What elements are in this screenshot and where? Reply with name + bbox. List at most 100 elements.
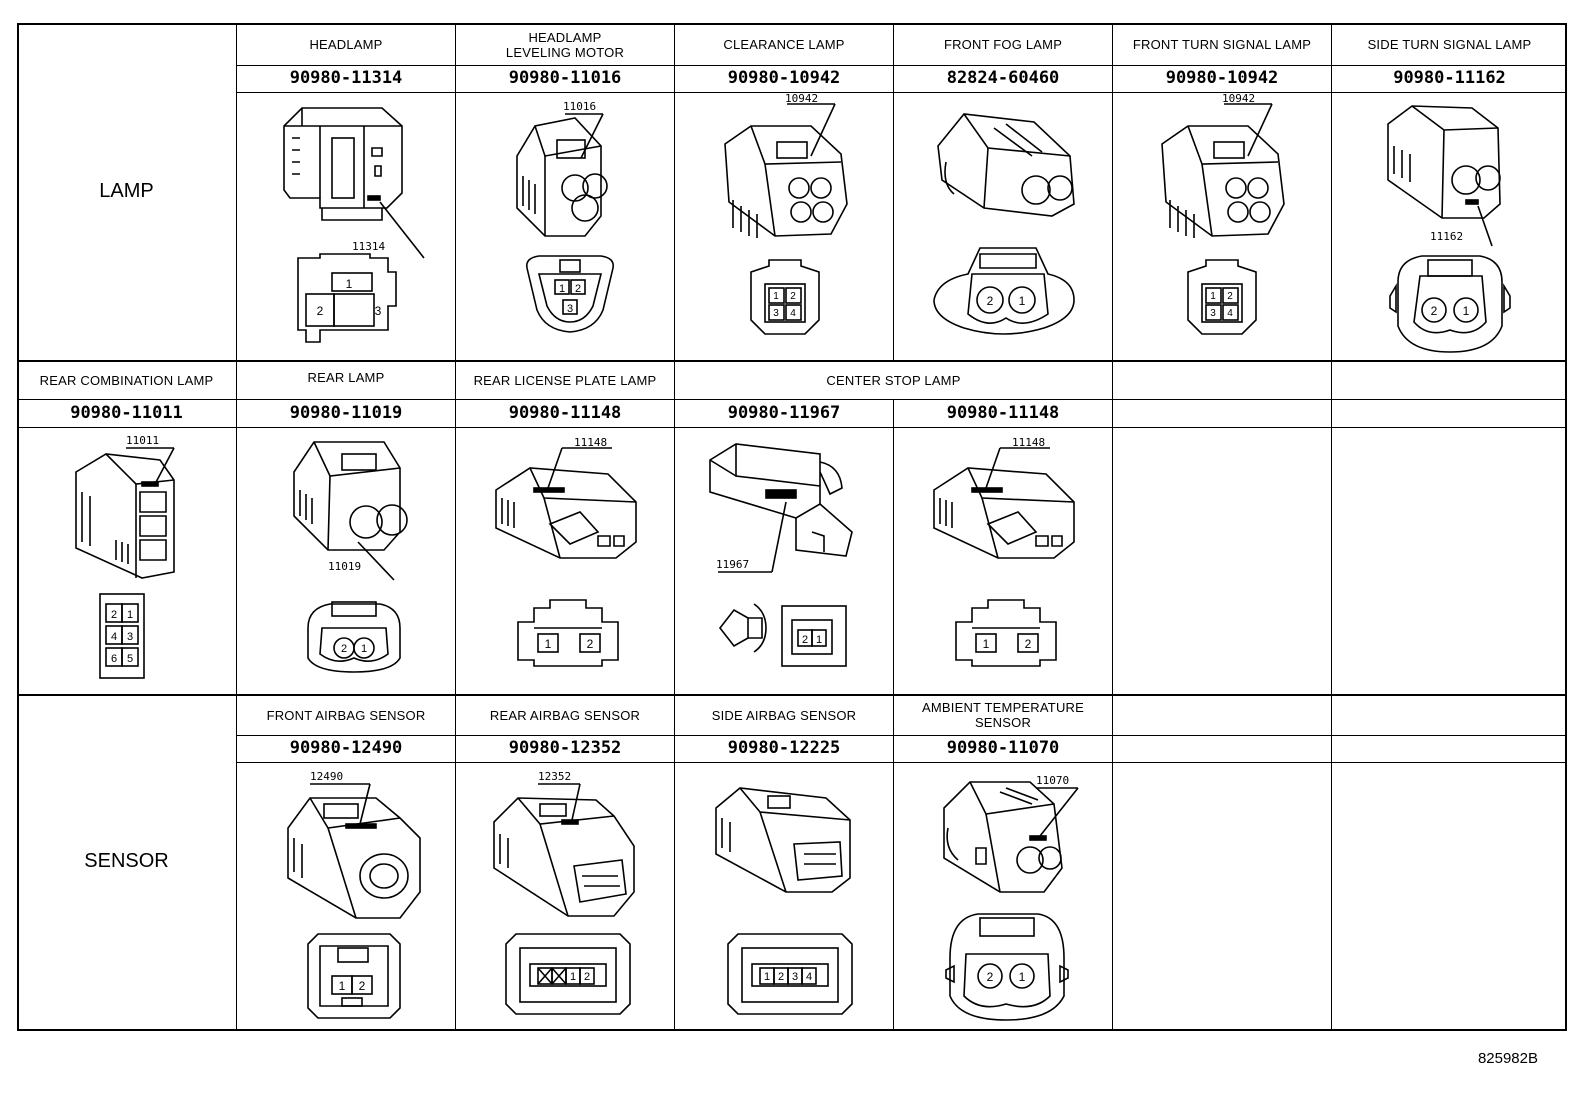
pin-1: 1 bbox=[346, 277, 353, 291]
cell-title: REAR LAMP bbox=[307, 370, 385, 385]
part-code: 11019 bbox=[328, 560, 361, 573]
rear-combination-connector-drawing: 11011 2 1 4 3 6 5 bbox=[70, 432, 190, 688]
pin-5: 5 bbox=[127, 653, 133, 665]
pin-2: 2 bbox=[341, 643, 347, 655]
pin-4: 4 bbox=[111, 631, 117, 643]
part-code: 11162 bbox=[1430, 230, 1463, 243]
part-number: 90980-11148 bbox=[508, 403, 622, 423]
cell-title: CLEARANCE LAMP bbox=[723, 37, 845, 52]
pin-2: 2 bbox=[987, 294, 994, 308]
part-band-top bbox=[237, 735, 1567, 736]
cell-title: REAR COMBINATION LAMP bbox=[39, 373, 214, 388]
pin-1: 1 bbox=[816, 634, 822, 646]
part-number: 90980-11019 bbox=[289, 403, 403, 423]
pin-1: 1 bbox=[570, 971, 576, 983]
pin-2: 2 bbox=[778, 971, 784, 983]
center-stop-lamp-a-connector-drawing: 11967 2 1 bbox=[700, 432, 870, 688]
pin-4: 4 bbox=[1227, 308, 1233, 319]
pin-1: 1 bbox=[1210, 291, 1216, 302]
pin-2: 2 bbox=[802, 634, 808, 646]
pin-1: 1 bbox=[1463, 304, 1470, 318]
pin-1: 1 bbox=[773, 291, 779, 302]
col-divider bbox=[1331, 23, 1332, 1031]
part-code: 11967 bbox=[716, 558, 749, 571]
pin-1: 1 bbox=[1019, 294, 1026, 308]
pin-3: 3 bbox=[773, 308, 779, 319]
leveling-motor-connector-drawing: 11016 1 2 3 bbox=[505, 96, 635, 356]
part-band-bottom bbox=[237, 762, 1567, 763]
row-divider bbox=[17, 360, 1567, 362]
pin-2: 2 bbox=[1025, 637, 1032, 651]
part-code: 11070 bbox=[1036, 774, 1069, 787]
cell-title: CENTER STOP LAMP bbox=[826, 373, 961, 388]
part-code: 11016 bbox=[563, 100, 596, 113]
cell-title: SIDE AIRBAG SENSOR bbox=[711, 708, 857, 723]
chart-frame bbox=[17, 23, 1567, 1031]
part-band-bottom bbox=[17, 427, 1567, 428]
clearance-lamp-connector-drawing: 10942 1 2 3 4 bbox=[715, 94, 855, 356]
headlamp-connector-drawing: 11314 1 2 3 bbox=[262, 98, 442, 356]
col-divider bbox=[236, 23, 237, 360]
rear-license-plate-connector-drawing: 11148 1 2 bbox=[490, 432, 650, 688]
part-number: 90980-11162 bbox=[1393, 68, 1506, 88]
pin-3: 3 bbox=[567, 303, 573, 315]
pin-2: 2 bbox=[317, 304, 324, 318]
part-code: 10942 bbox=[1222, 94, 1255, 105]
side-turn-signal-connector-drawing: 11162 2 1 bbox=[1372, 100, 1532, 356]
pin-2: 2 bbox=[587, 637, 594, 651]
part-number: 90980-12352 bbox=[508, 738, 622, 758]
rear-lamp-connector-drawing: 11019 2 1 bbox=[288, 432, 418, 688]
pin-1: 1 bbox=[339, 979, 346, 993]
group-label-lamp: LAMP bbox=[99, 180, 154, 202]
part-number: 90980-11967 bbox=[727, 403, 841, 423]
part-number: 90980-11016 bbox=[508, 68, 622, 88]
row-divider bbox=[17, 694, 1567, 696]
part-number: 90980-11148 bbox=[946, 403, 1060, 423]
pin-1: 1 bbox=[545, 637, 552, 651]
part-code: 12352 bbox=[538, 770, 571, 783]
col-divider bbox=[893, 399, 894, 1031]
pin-3: 3 bbox=[792, 971, 798, 983]
cell-title: HEADLAMP LEVELING MOTOR bbox=[505, 30, 625, 60]
pin-2: 2 bbox=[1227, 291, 1233, 302]
part-code: 11314 bbox=[352, 240, 385, 253]
pin-6: 6 bbox=[111, 653, 117, 665]
pin-3: 3 bbox=[127, 631, 133, 643]
part-number: 82824-60460 bbox=[946, 68, 1060, 88]
center-stop-lamp-b-connector-drawing: 11148 1 2 bbox=[928, 432, 1088, 688]
rear-airbag-sensor-connector-drawing: 12352 1 2 bbox=[488, 768, 648, 1026]
part-number: 90980-11070 bbox=[946, 738, 1060, 758]
pin-4: 4 bbox=[790, 308, 796, 319]
col-divider bbox=[893, 23, 894, 360]
col-divider bbox=[236, 696, 237, 1031]
part-band-bottom bbox=[237, 92, 1567, 93]
figure-reference: 825982B bbox=[1477, 1050, 1538, 1067]
part-number: 90980-10942 bbox=[1165, 68, 1279, 88]
cell-title: FRONT AIRBAG SENSOR bbox=[266, 708, 426, 723]
pin-1: 1 bbox=[559, 283, 565, 295]
col-divider bbox=[455, 23, 456, 1031]
part-band-top bbox=[17, 399, 1567, 400]
cell-title: REAR LICENSE PLATE LAMP bbox=[473, 373, 657, 388]
part-number: 90980-12225 bbox=[727, 738, 841, 758]
part-code: 12490 bbox=[310, 770, 343, 783]
cell-title: HEADLAMP bbox=[309, 37, 383, 52]
side-airbag-sensor-connector-drawing: 1 2 3 4 bbox=[710, 768, 860, 1026]
part-code: 11148 bbox=[574, 436, 607, 449]
pin-2: 2 bbox=[575, 283, 581, 295]
cell-title: FRONT TURN SIGNAL LAMP bbox=[1132, 37, 1312, 52]
part-number: 90980-12490 bbox=[289, 738, 403, 758]
part-number: 90980-11314 bbox=[289, 68, 403, 88]
pin-2: 2 bbox=[584, 971, 590, 983]
ambient-temperature-sensor-connector-drawing: 11070 2 1 bbox=[936, 768, 1086, 1026]
front-turn-signal-connector-drawing: 10942 1 2 3 4 bbox=[1152, 94, 1292, 356]
pin-2: 2 bbox=[790, 291, 796, 302]
cell-title: SIDE TURN SIGNAL LAMP bbox=[1367, 37, 1532, 52]
col-divider bbox=[236, 362, 237, 694]
front-fog-lamp-connector-drawing: 2 1 bbox=[924, 104, 1084, 356]
front-airbag-sensor-connector-drawing: 12490 1 2 bbox=[280, 768, 430, 1026]
group-label-sensor: SENSOR bbox=[84, 850, 169, 872]
pin-2: 2 bbox=[1431, 304, 1438, 318]
pin-1: 1 bbox=[764, 971, 770, 983]
